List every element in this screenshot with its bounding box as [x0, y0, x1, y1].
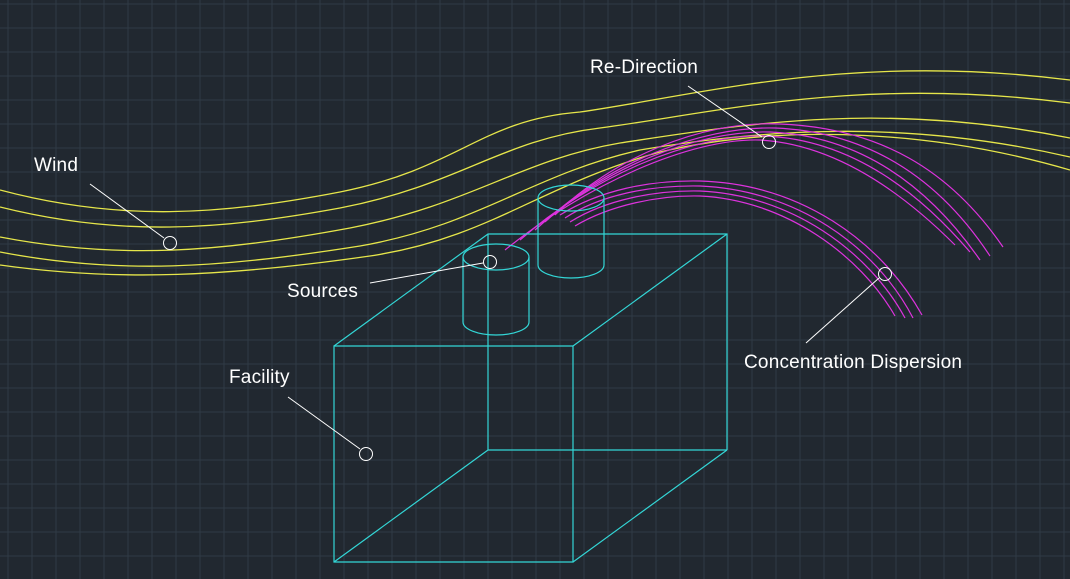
wind-streamline-1 — [0, 70, 1070, 213]
plume-lower-2 — [564, 185, 914, 319]
stack-back — [537, 184, 605, 279]
plume-upper-5 — [504, 139, 956, 251]
dispersion-leader — [805, 267, 892, 344]
plume-lower-1 — [559, 180, 923, 316]
wind-streamline-4 — [0, 130, 1070, 267]
concentration-dispersion-label: Concentration Dispersion — [744, 352, 963, 373]
wind-streamline-3 — [0, 117, 1070, 252]
plume-upper-4 — [519, 135, 971, 253]
facility-box — [333, 233, 728, 563]
facility-leader — [287, 396, 373, 461]
stack-front — [462, 243, 530, 336]
re-direction-leader — [687, 85, 776, 149]
facility-hidden-edges — [333, 234, 727, 563]
plume-lower-4 — [574, 195, 896, 317]
re-direction-label: Re-Direction — [590, 57, 698, 78]
source-stacks — [462, 184, 605, 336]
sources-label: Sources — [287, 281, 359, 302]
wind-streamline-2 — [0, 92, 1070, 228]
leaders — [89, 85, 892, 461]
facility-top-back-edges — [333, 233, 728, 450]
wind-streamlines — [0, 70, 1070, 276]
sources-leader — [369, 255, 497, 284]
plume-upper-2 — [544, 127, 991, 257]
wind-leader — [89, 183, 177, 250]
wind-streamline-5 — [0, 133, 1070, 276]
plume-upper-3 — [534, 131, 981, 261]
concentration-dispersion-plumes — [504, 123, 1004, 319]
facility-depth-edges — [572, 233, 728, 563]
wind-label: Wind — [34, 155, 79, 176]
plume-lower-3 — [569, 190, 906, 319]
plume-upper-1 — [554, 123, 1004, 248]
facility-front-face — [333, 345, 574, 563]
facility-label: Facility — [229, 367, 290, 388]
